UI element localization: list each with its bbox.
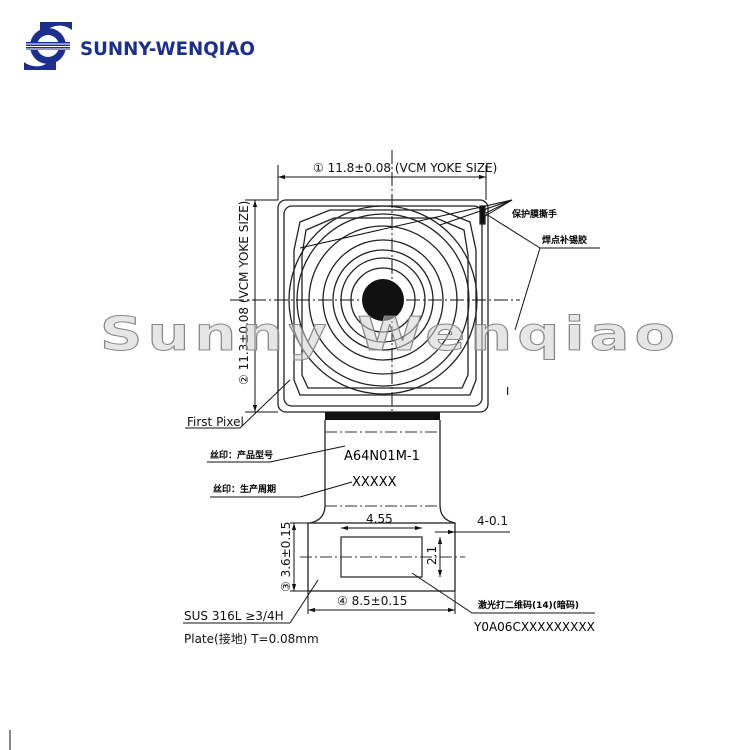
watermark: Sunny Wenqiao [100, 307, 680, 361]
fpc-band [325, 412, 440, 420]
logo-mark-top [40, 22, 72, 36]
dim-height-text: ② 11.3±0.08 (VCM YOKE SIZE) [237, 201, 251, 385]
date-code-text: XXXXX [352, 475, 397, 490]
material-text: SUS 316L ≥3/4H [184, 609, 284, 623]
label-solder: 焊点补锡胶 [542, 234, 587, 246]
dim-85-text: ④ 8.5±0.15 [337, 594, 407, 608]
dim-21-text: 2.1 [425, 546, 439, 565]
plate-text: Plate(接地) T=0.08mm [184, 631, 319, 646]
dim-36-text: ③ 3.6±0.15 [279, 522, 293, 592]
logo-mark-bottom [24, 56, 56, 70]
fpc-neck [309, 420, 456, 524]
model-text: A64N01M-1 [344, 449, 420, 464]
silk-date-label: 丝印：生产周期 [213, 483, 276, 495]
logo-text: SUNNY-WENQIAO [80, 38, 255, 60]
dim-width-text: ① 11.8±0.08 (VCM YOKE SIZE) [313, 161, 497, 175]
first-pixel-label: First Pixel [187, 415, 244, 429]
lens-aperture [362, 279, 404, 321]
dim-4-01-text: 4-0.1 [477, 514, 508, 528]
logo [24, 22, 72, 70]
laser-label: 激光打二维码(14)(暗码) [478, 599, 579, 611]
dim-455-text: 4.55 [366, 512, 393, 526]
label-protect-film: 保护膜撕手 [511, 208, 557, 220]
mark-i: I [506, 385, 509, 398]
silk-model-label: 丝印：产品型号 [210, 449, 273, 461]
qr-code-text: Y0A06CXXXXXXXXX [473, 620, 595, 634]
